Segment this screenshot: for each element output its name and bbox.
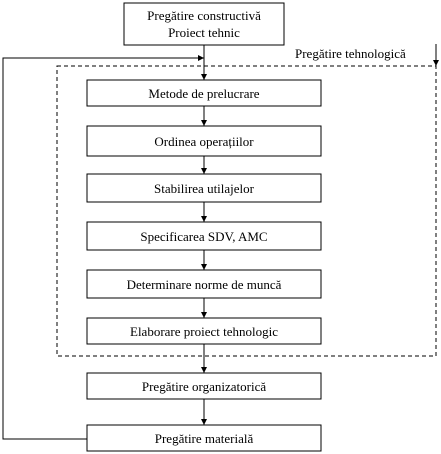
step-label-4: Specificarea SDV, AMC — [140, 229, 267, 244]
org-label: Pregătire organizatorică — [142, 379, 267, 394]
step-box-2 — [86, 125, 322, 157]
step-label-1: Metode de prelucrare — [148, 86, 259, 101]
org-box — [86, 372, 322, 400]
top-box — [123, 2, 285, 46]
step-label-3: Stabilirea utilajelor — [154, 181, 255, 196]
step-box-1 — [86, 79, 322, 107]
step-box-4 — [86, 221, 322, 251]
group-label: Pregătire tehnologică — [295, 46, 406, 61]
step-box-6 — [86, 317, 322, 345]
step-label-6: Elaborare proiect tehnologic — [130, 324, 278, 339]
step-label-2: Ordinea operațiilor — [154, 134, 254, 149]
top-box-line2: Proiect tehnic — [168, 25, 240, 40]
material-label: Pregătire materială — [155, 431, 254, 446]
feedback-line — [2, 55, 204, 440]
group-dashed-border — [56, 65, 437, 357]
step-box-5 — [86, 269, 322, 299]
step-box-3 — [86, 173, 322, 203]
step-label-5: Determinare norme de muncă — [127, 277, 282, 292]
top-box-line1: Pregătire constructivă — [147, 8, 261, 23]
material-box — [86, 424, 322, 452]
